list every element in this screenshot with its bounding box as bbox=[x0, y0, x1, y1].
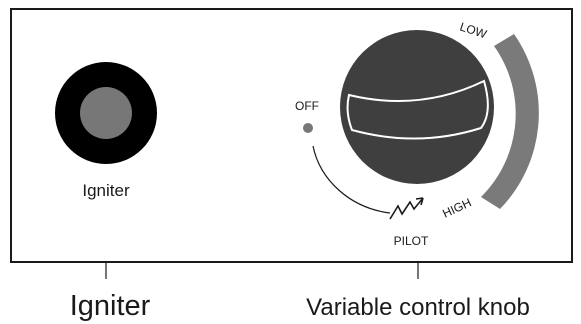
knob-callout-label: Variable control knob bbox=[306, 294, 530, 321]
knob-grip bbox=[346, 79, 489, 140]
igniter-button[interactable] bbox=[80, 87, 132, 139]
igniter[interactable] bbox=[55, 62, 157, 164]
igniter-panel-label: Igniter bbox=[82, 181, 130, 200]
off-label: OFF bbox=[295, 99, 319, 113]
off-dot bbox=[303, 123, 313, 133]
pilot-arc bbox=[312, 145, 391, 214]
variable-control-knob[interactable] bbox=[340, 30, 494, 184]
lightning-zigzag-arrow-icon bbox=[389, 197, 424, 220]
igniter-callout-label: Igniter bbox=[70, 290, 151, 322]
knob-body bbox=[340, 30, 494, 184]
flame-scale bbox=[481, 34, 539, 209]
pilot-label: PILOT bbox=[394, 234, 429, 248]
